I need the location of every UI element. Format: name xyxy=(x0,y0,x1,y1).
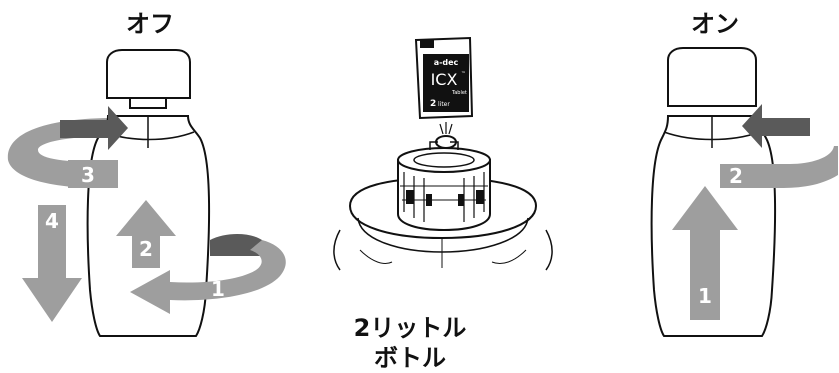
tablet-product: ICX xyxy=(431,70,458,89)
off-step-2: 2 xyxy=(139,237,153,261)
bottle-size-label-line2: ボトル xyxy=(374,344,446,372)
tablet-brand: a-dec xyxy=(434,58,459,67)
off-step-3: 3 xyxy=(81,163,95,187)
on-bottle-cap xyxy=(667,47,757,107)
on-arrow-1 xyxy=(672,186,738,320)
bottle-adapter xyxy=(333,141,553,271)
tablet-size-unit: liter xyxy=(438,101,450,108)
off-bottle-cap-stem xyxy=(129,97,167,109)
on-illustration: 2 1 xyxy=(650,47,838,337)
bottle-size-label-line1: 2リットル xyxy=(353,314,467,342)
tablet-product-tm: ™ xyxy=(461,71,466,77)
off-step-4: 4 xyxy=(45,209,59,233)
tablet-packet: a-dec ICX ™ Tablet 2 liter xyxy=(414,36,474,120)
off-step-1: 1 xyxy=(211,277,225,301)
off-arrow-3-front xyxy=(68,160,118,188)
off-arrow-2 xyxy=(116,200,176,268)
off-label: オフ xyxy=(126,10,174,38)
off-arrow-1-dark xyxy=(210,234,262,256)
tablet-packet-label-bg xyxy=(423,54,469,112)
off-arrow-1 xyxy=(130,240,286,314)
off-bottle-cap xyxy=(106,49,191,99)
on-label: オン xyxy=(691,10,739,38)
center-illustration: a-dec ICX ™ Tablet 2 liter xyxy=(333,36,553,271)
on-step-1: 1 xyxy=(698,284,712,308)
off-arrow-4 xyxy=(22,205,82,322)
on-step-2: 2 xyxy=(729,164,743,188)
off-illustration: 3 4 2 1 xyxy=(7,49,286,337)
tablet-size-num: 2 xyxy=(430,99,436,109)
tablet-sub: Tablet xyxy=(451,90,467,96)
on-arrow-2 xyxy=(720,146,838,188)
on-arrow-2-head xyxy=(742,104,810,148)
off-arrow-3-head xyxy=(60,106,128,150)
